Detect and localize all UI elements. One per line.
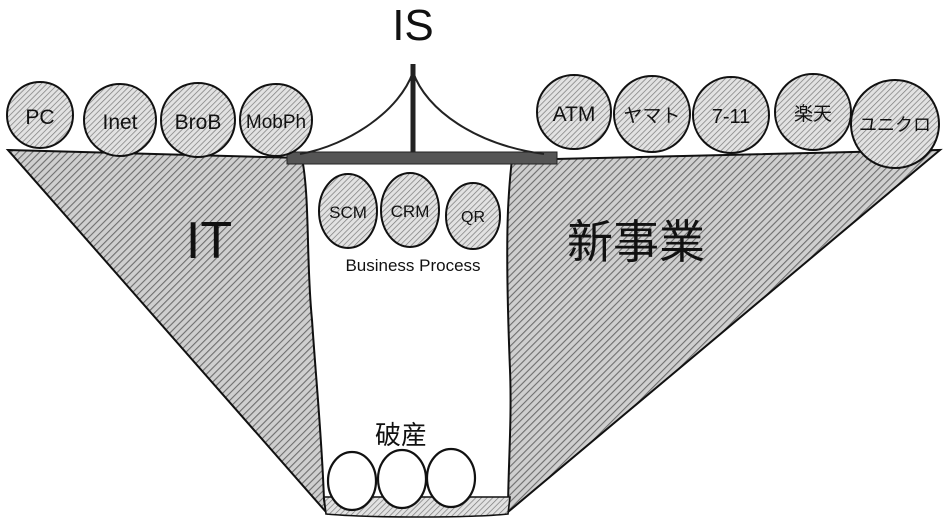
bridge-cable-left	[299, 71, 414, 155]
it-label: IT	[186, 212, 232, 270]
new-business-label: 新事業	[567, 216, 705, 268]
right-node-atm: ATM	[536, 74, 612, 150]
pit-circle	[425, 447, 477, 509]
diagram-title: IS	[392, 1, 434, 50]
right-node-label: ヤマト	[623, 106, 680, 127]
bankruptcy-label: 破産	[375, 420, 427, 450]
right-node-label: 楽天	[794, 103, 832, 125]
process-node-label: SCM	[329, 203, 367, 222]
left-node-label: Inet	[102, 111, 137, 134]
right-node-uniqlo: ユニクロ	[850, 79, 940, 169]
right-node-label: ATM	[553, 103, 596, 126]
left-node-mobph: MobPh	[239, 83, 313, 157]
right-node-yamato: ヤマト	[613, 75, 691, 153]
right-node-rakuten: 楽天	[774, 73, 852, 151]
process-node-crm: CRM	[380, 172, 440, 248]
right-node-label: ユニクロ	[859, 115, 931, 135]
bridge-cable-right	[412, 71, 545, 155]
right-node-7-11: 7-11	[692, 76, 770, 154]
left-node-brob: BroB	[160, 82, 236, 158]
process-node-qr: QR	[445, 182, 501, 250]
left-node-label: PC	[25, 106, 54, 129]
new-business-cliff	[506, 148, 943, 515]
left-node-label: BroB	[175, 111, 222, 134]
left-node-pc: PC	[6, 81, 74, 149]
process-node-label: CRM	[391, 202, 430, 221]
pit-circle	[326, 450, 378, 512]
it-cliff	[5, 148, 328, 516]
right-node-label: 7-11	[712, 106, 751, 128]
process-node-label: QR	[461, 209, 485, 226]
process-node-scm: SCM	[318, 173, 378, 249]
left-node-label: MobPh	[246, 112, 306, 133]
left-node-inet: Inet	[83, 83, 157, 157]
bridge-deck	[286, 151, 558, 165]
pit-circle	[376, 448, 428, 510]
business-process-label: Business Process	[345, 256, 480, 275]
